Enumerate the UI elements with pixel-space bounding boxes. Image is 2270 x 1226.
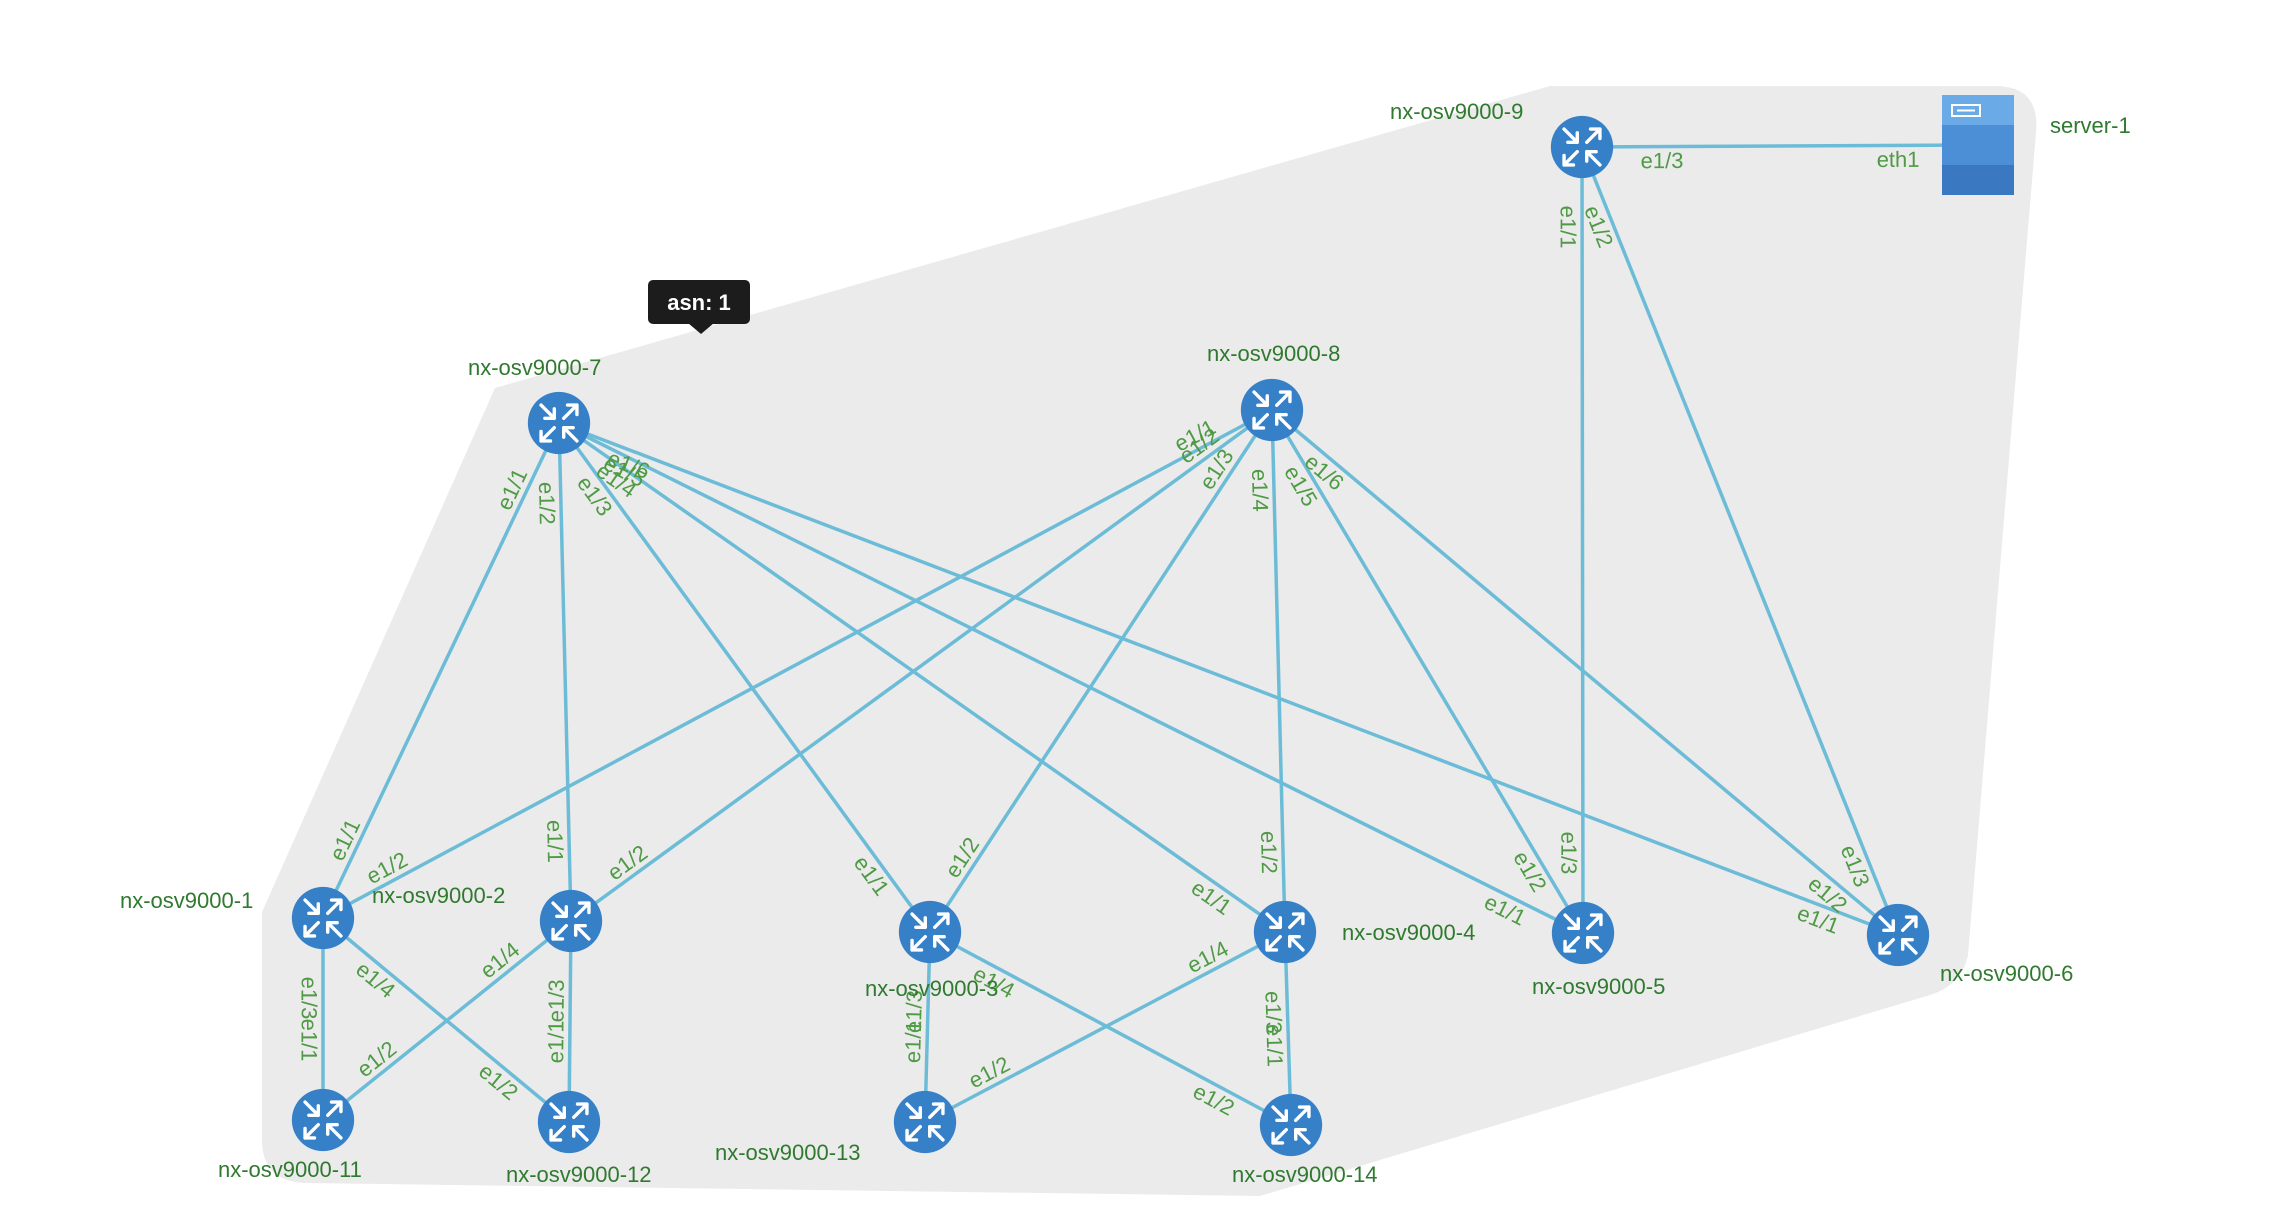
node-label: nx-osv9000-14 <box>1232 1162 1378 1187</box>
link-r9-r6[interactable] <box>1580 145 1900 937</box>
link-r7-r4[interactable] <box>557 421 1287 934</box>
node-label: nx-osv9000-8 <box>1207 341 1340 366</box>
link-r3-r13[interactable] <box>923 930 932 1124</box>
router-icon[interactable] <box>526 390 592 456</box>
node-r11[interactable]: nx-osv9000-11 <box>218 1087 362 1182</box>
node-label: nx-osv9000-13 <box>715 1140 861 1165</box>
node-label: nx-osv9000-3 <box>865 976 998 1001</box>
node-label: nx-osv9000-11 <box>218 1157 362 1182</box>
asn-group-area[interactable] <box>262 86 2037 1196</box>
link-r8-r1[interactable] <box>321 408 1274 920</box>
iface-label-r7-r2-b: e1/1 <box>542 820 568 863</box>
router-icon[interactable] <box>897 899 963 965</box>
link-r7-r5[interactable] <box>557 421 1585 935</box>
link-r4-r13[interactable] <box>923 930 1287 1124</box>
link-r8-r5[interactable] <box>1270 408 1585 935</box>
iface-label-r8-r4-b: e1/2 <box>1256 831 1282 874</box>
node-r7[interactable]: nx-osv9000-7 <box>468 355 601 456</box>
node-label: nx-osv9000-5 <box>1532 974 1665 999</box>
node-label: nx-osv9000-6 <box>1940 961 2073 986</box>
iface-label-r9-s1-a: e1/3 <box>1641 148 1684 173</box>
link-r7-r1[interactable] <box>321 421 561 920</box>
link-r9-r5[interactable] <box>1580 145 1585 935</box>
node-label: nx-osv9000-4 <box>1342 920 1475 945</box>
node-r1[interactable]: nx-osv9000-1 <box>120 885 356 951</box>
node-label: nx-osv9000-9 <box>1390 99 1523 124</box>
link-r8-r4[interactable] <box>1270 408 1287 934</box>
link-r2-r11[interactable] <box>321 919 573 1122</box>
node-r9[interactable]: nx-osv9000-9 <box>1390 99 1615 180</box>
links-layer <box>321 143 1980 1127</box>
router-icon[interactable] <box>1258 1092 1324 1158</box>
link-r8-r3[interactable] <box>928 408 1274 934</box>
link-r8-r2[interactable] <box>569 408 1274 923</box>
router-icon[interactable] <box>1252 899 1318 965</box>
node-r14[interactable]: nx-osv9000-14 <box>1232 1092 1378 1187</box>
link-r7-r6[interactable] <box>557 421 1900 937</box>
router-icon[interactable] <box>290 1087 356 1153</box>
iface-label-r4-r14-a: e1/3 <box>1260 991 1286 1035</box>
node-r5[interactable]: nx-osv9000-5 <box>1532 900 1665 999</box>
router-icon[interactable] <box>892 1089 958 1155</box>
link-r8-r6[interactable] <box>1270 408 1900 937</box>
tooltip-text: asn: 1 <box>667 290 731 315</box>
node-r6[interactable]: nx-osv9000-6 <box>1865 902 2073 986</box>
asn-tooltip: asn: 1 <box>648 280 750 334</box>
tooltip-box <box>648 280 750 324</box>
router-icon[interactable] <box>1549 114 1615 180</box>
node-label: server-1 <box>2050 113 2131 138</box>
router-icon[interactable] <box>1550 900 1616 966</box>
node-label: nx-osv9000-2 <box>372 883 505 908</box>
link-r4-r14[interactable] <box>1283 930 1293 1127</box>
link-r3-r14[interactable] <box>928 930 1293 1127</box>
iface-label-r9-r5-b: e1/3 <box>1556 832 1581 875</box>
node-r12[interactable]: nx-osv9000-12 <box>506 1089 652 1187</box>
iface-label-r9-s1-b: eth1 <box>1877 147 1920 172</box>
node-label: nx-osv9000-7 <box>468 355 601 380</box>
iface-label-r2-r12-b: e1/1 <box>543 1020 568 1063</box>
iface-label-r7-r2-a: e1/2 <box>534 482 560 525</box>
iface-label-r2-r12-a: e1/3 <box>543 979 568 1022</box>
node-s1[interactable]: server-1 <box>1942 95 2131 195</box>
node-r2[interactable]: nx-osv9000-2 <box>372 883 604 954</box>
iface-label-r4-r14-b: e1/1 <box>1261 1024 1287 1068</box>
link-r2-r12[interactable] <box>567 919 573 1124</box>
router-icon[interactable] <box>1239 377 1305 443</box>
link-r7-r3[interactable] <box>557 421 932 934</box>
iface-label-r8-r4-a: e1/4 <box>1247 469 1273 512</box>
tooltip-pointer <box>688 323 714 334</box>
router-icon[interactable] <box>536 1089 602 1155</box>
iface-label-r1-r11-a: e1/3 <box>297 977 322 1020</box>
router-icon[interactable] <box>290 885 356 951</box>
node-label: nx-osv9000-1 <box>120 888 253 913</box>
iface-label-r9-r5-a: e1/1 <box>1556 206 1581 249</box>
link-r9-s1[interactable] <box>1580 143 1980 149</box>
link-r7-r2[interactable] <box>557 421 573 923</box>
node-r13[interactable]: nx-osv9000-13 <box>715 1089 958 1165</box>
node-label: nx-osv9000-12 <box>506 1162 652 1187</box>
node-r3[interactable]: nx-osv9000-3 <box>865 899 998 1001</box>
router-icon[interactable] <box>538 888 604 954</box>
nodes-layer: nx-osv9000-1 nx-osv9000-2 nx-osv9000-3 nx-o… <box>120 95 2131 1187</box>
iface-label-r1-r11-b: e1/1 <box>297 1019 322 1062</box>
server-icon[interactable] <box>1942 95 2014 195</box>
router-icon[interactable] <box>1865 902 1931 968</box>
iface-label-r3-r13-b: e1/1 <box>900 1020 926 1063</box>
node-r8[interactable]: nx-osv9000-8 <box>1207 341 1340 443</box>
node-r4[interactable]: nx-osv9000-4 <box>1252 899 1475 965</box>
iface-label-r3-r13-a: e1/3 <box>901 990 927 1033</box>
